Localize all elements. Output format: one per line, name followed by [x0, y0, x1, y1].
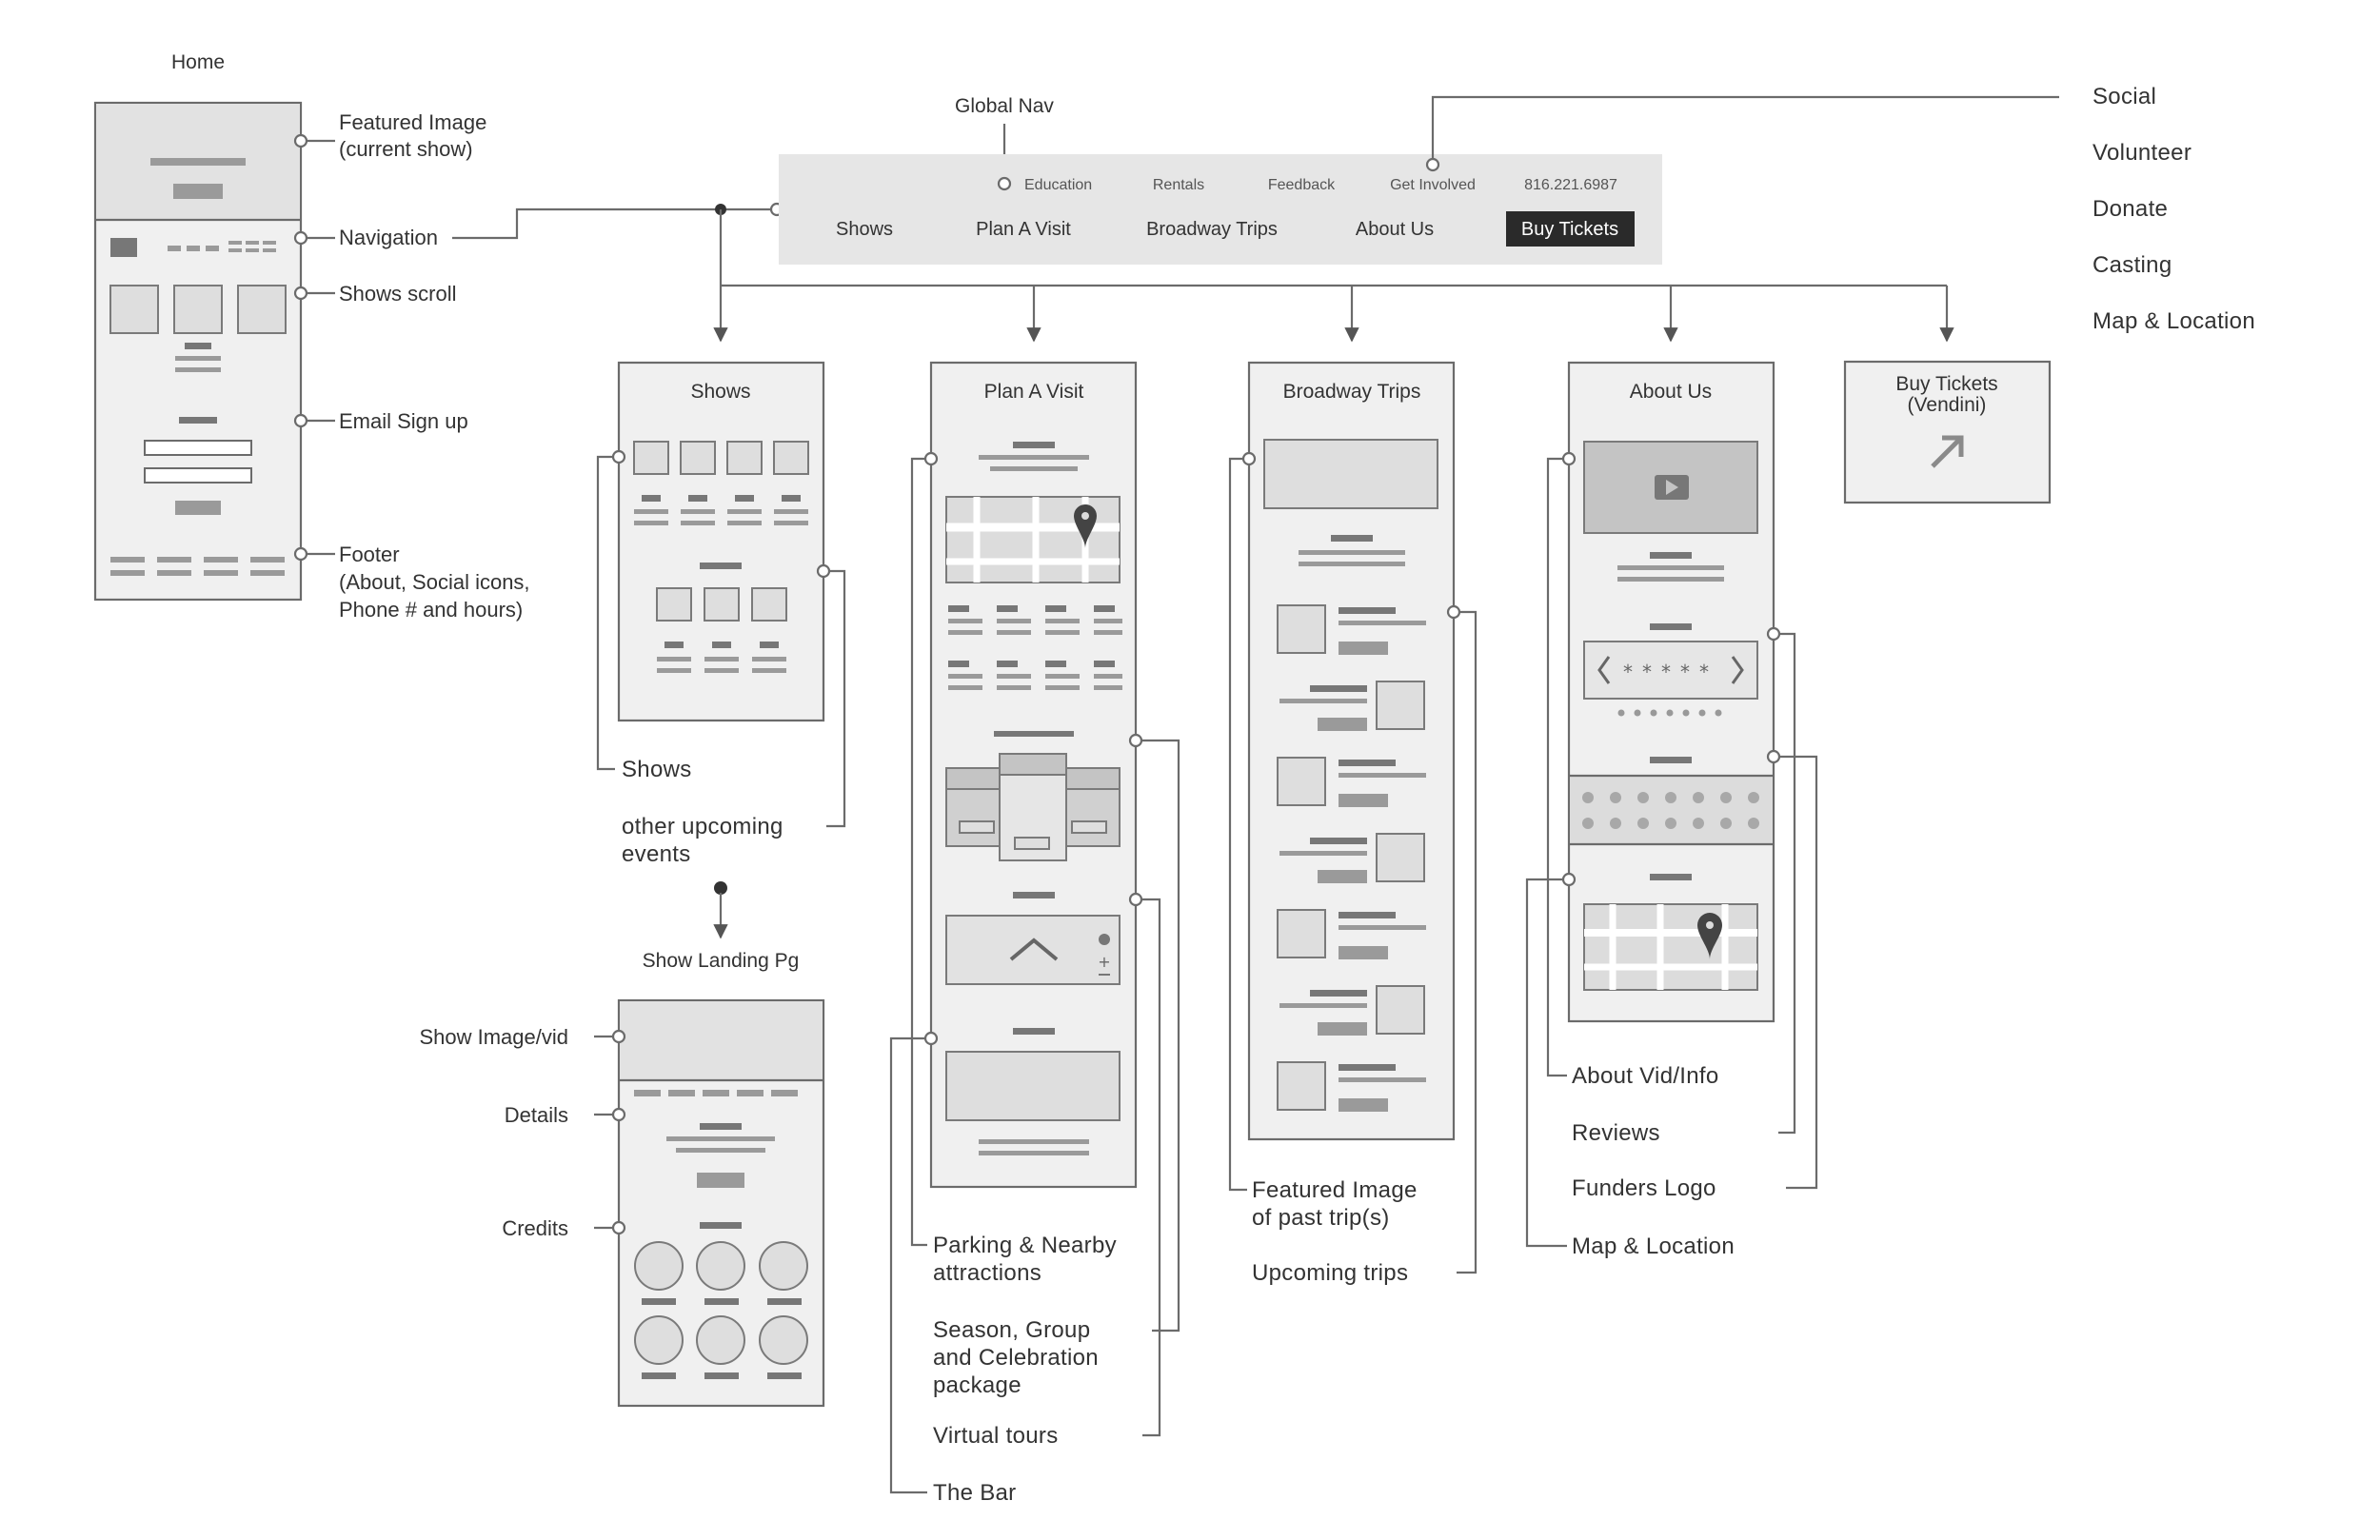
about-us-annotation-map: Map & Location	[1572, 1234, 1735, 1259]
show-landing-annotation-credits: Credits	[502, 1216, 568, 1240]
about-us-annotation-reviews: Reviews	[1572, 1120, 1660, 1146]
map-pin-icon	[1074, 504, 1097, 548]
show-landing-annotations: Show Image/vid Details Credits	[419, 1025, 626, 1240]
plan-visit-annotation-bar: The Bar	[933, 1480, 1016, 1506]
nav-link-education[interactable]: Education	[1024, 177, 1092, 193]
about-us-annotations: About Vid/Info Reviews Funders Logo Map …	[1525, 451, 1818, 1259]
nav-link-feedback[interactable]: Feedback	[1268, 177, 1336, 193]
buy-tickets-button[interactable]	[1506, 211, 1635, 247]
broadway-trips-title: Broadway Trips	[1283, 381, 1421, 403]
shows-page-title: Shows	[690, 381, 750, 403]
show-landing-annotation-image: Show Image/vid	[419, 1025, 568, 1049]
home-wireframe	[93, 101, 303, 602]
get-involved-item: Casting	[2092, 252, 2172, 278]
buy-tickets-button-label[interactable]: Buy Tickets	[1521, 219, 1618, 240]
external-link-arrow-icon	[1931, 435, 1964, 468]
plan-visit-title: Plan A Visit	[984, 381, 1084, 403]
buy-tickets-page-title: Buy Tickets(Vendini)	[1895, 373, 1997, 416]
show-landing-title: Show Landing Pg	[643, 950, 800, 972]
get-involved-item: Map & Location	[2092, 308, 2255, 334]
buy-tickets-page: Buy Tickets(Vendini)	[1843, 360, 2052, 504]
get-involved-item: Volunteer	[2092, 140, 2192, 166]
get-involved-list: Social Volunteer Donate Casting Map & Lo…	[2092, 84, 2255, 334]
connector-navigation-to-global-nav	[452, 207, 777, 240]
get-involved-item: Social	[2092, 84, 2156, 109]
home-annotation-shows-scroll: Shows scroll	[339, 282, 456, 306]
broadway-trips-wireframe: Broadway Trips	[1247, 361, 1456, 1141]
about-us-wireframe: About Us *****	[1567, 361, 1775, 1023]
about-us-title: About Us	[1630, 381, 1712, 403]
home-annotation-email-signup: Email Sign up	[339, 409, 468, 433]
carousel-prev-icon	[1597, 656, 1611, 684]
svg-text:+: +	[1098, 953, 1110, 971]
home-annotation-navigation: Navigation	[339, 226, 438, 249]
carousel-next-icon	[1731, 656, 1744, 684]
connector-get-involved	[1431, 95, 2059, 159]
global-nav-bar: Education Rentals Feedback Get Involved …	[779, 154, 1662, 265]
nav-link-plan-a-visit[interactable]: Plan A Visit	[976, 219, 1071, 240]
home-annotation-footer: Footer(About, Social icons,Phone # and h…	[339, 543, 530, 622]
chevron-up-icon	[1009, 938, 1059, 961]
nav-link-broadway-trips[interactable]: Broadway Trips	[1146, 219, 1278, 240]
home-annotation-featured-image: Featured Image(current show)	[339, 110, 486, 161]
nav-phone-number: 816.221.6987	[1524, 177, 1617, 193]
nav-link-rentals[interactable]: Rentals	[1153, 177, 1204, 193]
svg-text:*****: *****	[1623, 661, 1718, 683]
nav-link-shows[interactable]: Shows	[836, 219, 893, 240]
about-us-annotation-funders: Funders Logo	[1572, 1175, 1716, 1201]
shows-annotation-shows: Shows	[622, 757, 692, 782]
home-title: Home	[171, 51, 225, 73]
about-us-annotation-video: About Vid/Info	[1572, 1063, 1719, 1089]
shows-page-wireframe: Shows	[617, 361, 825, 722]
show-landing-annotation-details: Details	[505, 1103, 568, 1127]
home-annotations: Featured Image(current show) Navigation …	[293, 110, 530, 622]
nav-link-about-us[interactable]: About Us	[1356, 219, 1434, 240]
nav-link-get-involved[interactable]: Get Involved	[1390, 177, 1476, 193]
get-involved-item: Donate	[2092, 196, 2168, 222]
map-pin-icon	[1697, 913, 1722, 959]
broadway-trips-annotation-upcoming: Upcoming trips	[1252, 1260, 1408, 1286]
sitemap-connectors	[713, 209, 1954, 343]
show-landing-wireframe	[617, 998, 825, 1408]
global-nav-label: Global Nav	[955, 95, 1054, 117]
plan-visit-wireframe: Plan A Visit +	[929, 361, 1138, 1189]
plan-visit-annotation-virtual-tours: Virtual tours	[933, 1423, 1059, 1449]
